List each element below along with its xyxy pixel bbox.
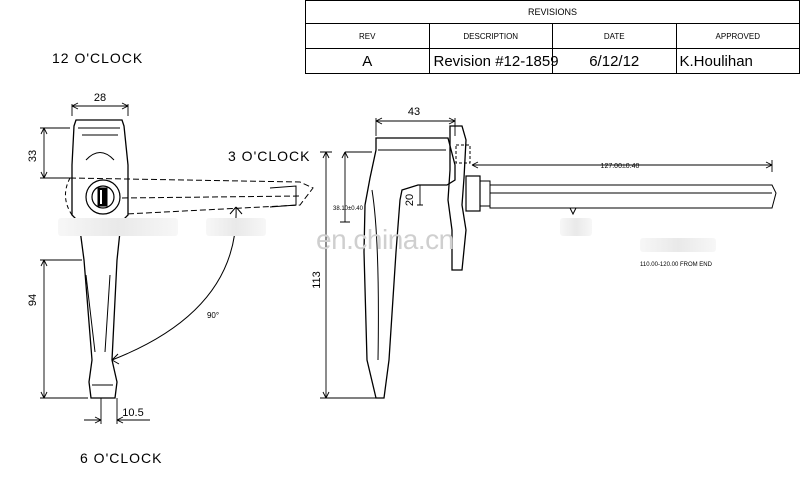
label-12-oclock: 12 O'CLOCK <box>52 50 144 66</box>
dim-side-small: 38.10±0.40 <box>333 206 364 212</box>
revisions-table: REVISIONS REV DESCRIPTION DATE APPROVED … <box>305 0 800 74</box>
col-approved: APPROVED <box>675 23 800 49</box>
dim-bottom-width: 10.5 <box>122 407 143 419</box>
blurred-note <box>640 238 716 252</box>
label-3-oclock: 3 O'CLOCK <box>228 148 311 164</box>
dim-from-end: 110.00-120.00 FROM END <box>640 262 713 268</box>
dim-rod-length: 127.00±0.40 <box>601 163 640 170</box>
side-dimensions <box>320 117 773 399</box>
label-6-oclock: 6 O'CLOCK <box>80 450 163 466</box>
blurred-region-right <box>560 218 592 236</box>
dim-width-top: 28 <box>94 92 106 104</box>
date-value: 6/12/12 <box>552 48 677 74</box>
dim-angle: 90° <box>207 311 219 320</box>
dim-lower-height: 94 <box>27 294 39 306</box>
front-dimensions <box>40 102 150 424</box>
dim-head-height: 33 <box>27 150 39 162</box>
front-view-handle <box>65 119 314 399</box>
dim-side-offset: 20 <box>404 194 416 206</box>
watermark: en.china.cn <box>316 224 454 255</box>
blurred-region-left <box>58 218 178 236</box>
approved-value: K.Houlihan <box>675 48 800 74</box>
description-value: Revision #12-1859 <box>428 48 559 74</box>
dim-side-height: 113 <box>311 271 323 289</box>
blurred-region-mid <box>206 218 266 236</box>
dim-side-width: 43 <box>408 106 420 118</box>
side-view-handle <box>363 125 777 399</box>
rev-value: A <box>305 48 430 74</box>
